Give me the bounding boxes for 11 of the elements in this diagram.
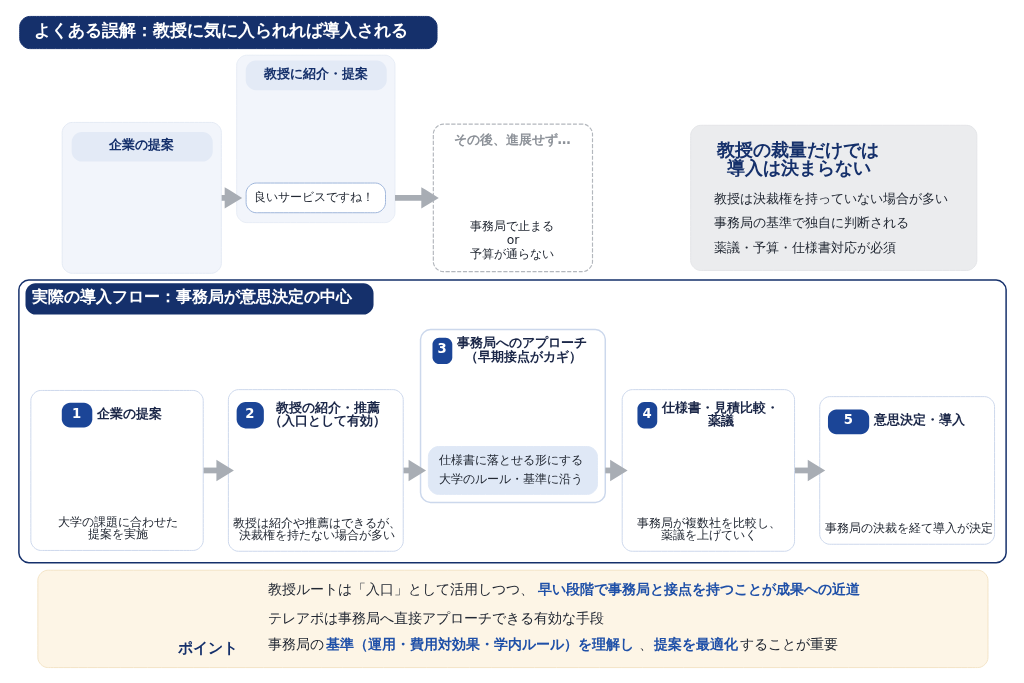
node-box: よくある誤解：教授に気に入られれば導入される (18, 15, 438, 49)
node-box: 1 企業の提案 大学の課題に合わせた提案を実施 (29, 389, 204, 551)
node-box: ポイント 教授ルートは「入口」として活用しつつ、早い段階で事務局と接点を持つことが成果への近道 テレアポは事務局へ直接アプローチできる有効な手段 事務局の基準（運用・費用対効果・学内ルール）を理解し、提案を最適化することが重要 (36, 569, 988, 668)
node-box: 5 意思決定・導入 事務局の決裁を経て導入が決定 (818, 395, 995, 545)
node-box: 良いサービスですね！ (245, 182, 386, 213)
node-box: 仕様書に落とせる形にする 大学のルール・基準に沿う (427, 445, 598, 495)
node-box: 企業の提案 (61, 121, 222, 274)
node-box: 2 教授の紹介・推薦（入口として有効） 教授は紹介や推薦はできるが、決裁権を持たない場合が多い (227, 388, 404, 552)
node-box: その後、進展せず… 事務局で止まる or 予算が通らない (432, 123, 593, 272)
node-box: 教授の裁量だけでは導入は決まらない 教授は決裁権を持っていない場合が多い 事務局の基準で独自に判断される 薬議・予算・仕様書対応が必須 (689, 124, 977, 271)
arrow (394, 186, 439, 209)
